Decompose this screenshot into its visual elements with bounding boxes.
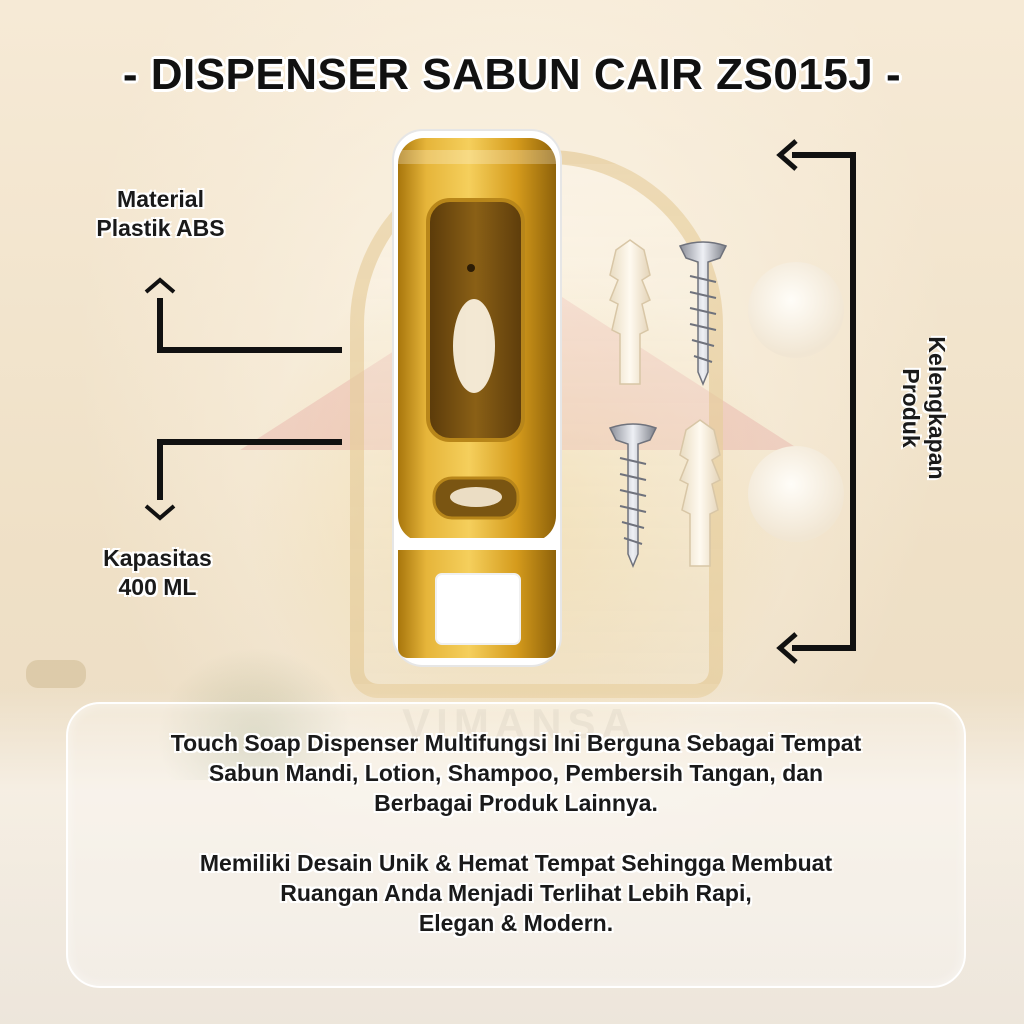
background-counter: [0, 690, 1024, 1024]
background-lamp: [748, 446, 844, 542]
push-button: [435, 573, 521, 645]
background-lamp: [748, 262, 844, 358]
screw-icon: [608, 423, 658, 568]
material-callout: [157, 298, 342, 353]
material-label: Material Plastik ABS: [96, 186, 225, 241]
description-paragraph-1: Touch Soap Dispenser Multifungsi Ini Ber…: [170, 730, 862, 816]
wall-plug-icon: [679, 419, 721, 567]
background-faucet: [26, 660, 86, 688]
screw-icon: [678, 241, 728, 386]
capacity-label: Kapasitas 400 ML: [103, 545, 212, 600]
arrow-left-icon: [776, 139, 798, 171]
soap-dispenser: [392, 129, 562, 667]
wall-plug-icon: [609, 239, 651, 385]
capacity-callout: [157, 439, 342, 500]
arrow-up-icon: [144, 277, 176, 294]
accessories-bracket: [792, 152, 856, 651]
arrow-down-icon: [144, 504, 176, 521]
accessories-label: Kelengkapan Produk: [898, 336, 950, 480]
watermark: VIMANSA: [402, 700, 638, 747]
background-plant: [150, 640, 360, 780]
description-paragraph-2: Memiliki Desain Unik & Hemat Tempat Sehi…: [199, 850, 833, 936]
arrow-left-icon: [776, 632, 798, 664]
description-box: Touch Soap Dispenser Multifungsi Ini Ber…: [66, 702, 966, 988]
page-title: - DISPENSER SABUN CAIR ZS015J -: [122, 50, 902, 99]
